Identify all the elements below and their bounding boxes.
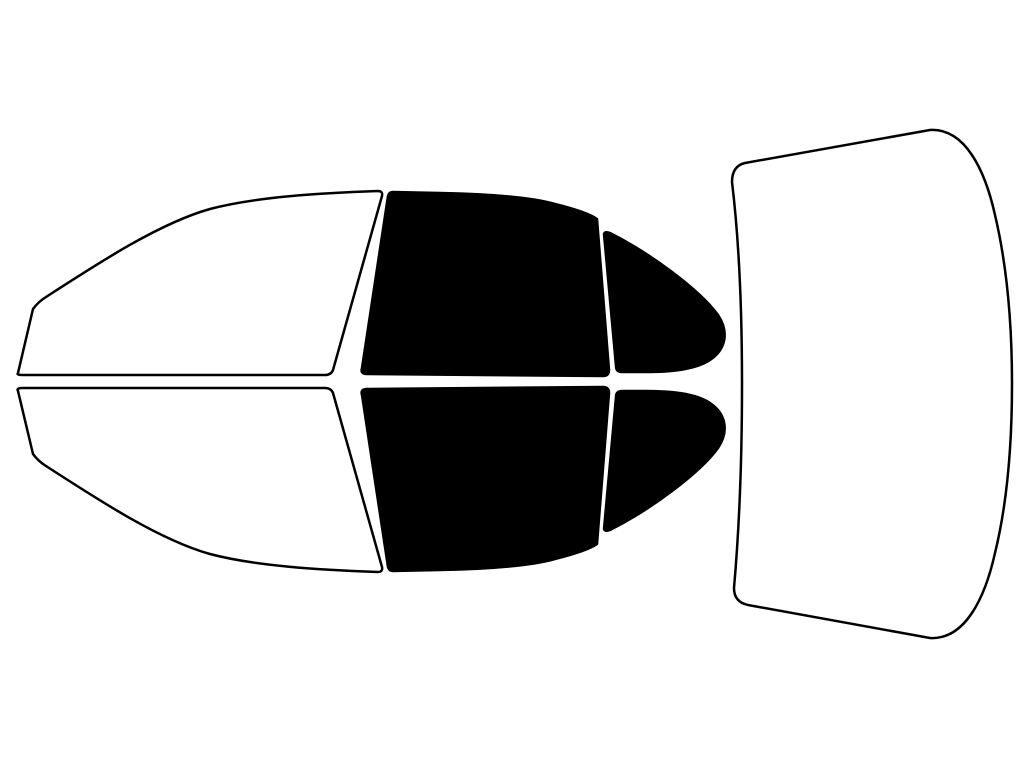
- rear-windshield[interactable]: [730, 128, 1014, 640]
- rear-passenger-window[interactable]: [360, 385, 611, 573]
- rear-quarter-driver-window[interactable]: [602, 230, 726, 374]
- front-driver-window[interactable]: [16, 189, 384, 377]
- rear-quarter-passenger-window[interactable]: [602, 389, 726, 533]
- front-passenger-window[interactable]: [16, 386, 384, 574]
- rear-driver-window[interactable]: [360, 190, 611, 378]
